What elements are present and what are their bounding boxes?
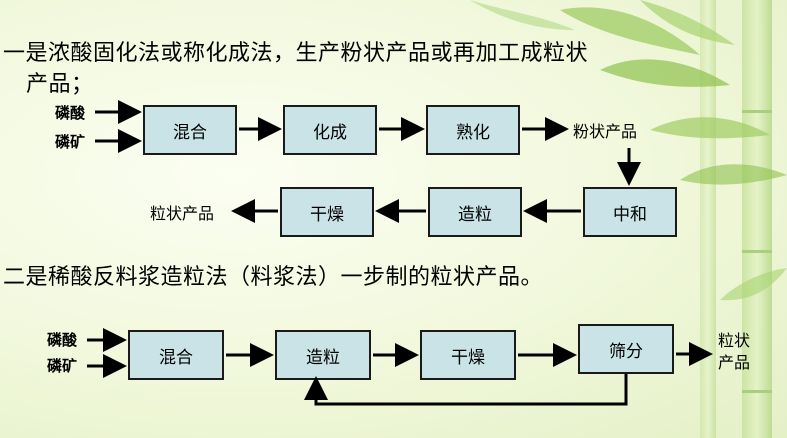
intermediate-powder-product: 粉状产品	[573, 122, 638, 141]
output-granular-product: 粒状产品	[150, 204, 215, 223]
process-box-mixing: 混合	[143, 105, 237, 155]
process-box-curing: 熟化	[426, 105, 520, 155]
input-label-phosphoric-acid: 磷酸	[55, 104, 86, 122]
process2-box-mixing: 混合	[128, 330, 224, 380]
arrow2-recycle-loop	[304, 374, 628, 406]
input-label-phosphate-rock: 磷矿	[55, 133, 86, 151]
section1-title-line2: 产品；	[26, 72, 94, 97]
input2-label-phosphoric-acid: 磷酸	[47, 331, 78, 349]
process-box-granulation: 造粒	[428, 187, 522, 237]
process2-box-drying: 干燥	[420, 330, 516, 380]
output2-line2: 产品	[718, 353, 751, 372]
process2-box-screening: 筛分	[578, 324, 674, 374]
input2-label-phosphate-rock: 磷矿	[47, 357, 78, 375]
output2-granular-product: 粒状 产品	[718, 330, 750, 374]
output2-line1: 粒状	[718, 331, 751, 350]
section2-title: 二是稀酸反料浆造粒法（料浆法）一步制的粒状产品。	[3, 265, 544, 290]
section1-title-line1: 一是浓酸固化法或称化成法，生产粉状产品或再加工成粒状	[3, 41, 589, 66]
process-box-drying: 干燥	[280, 187, 374, 237]
process-box-conversion: 化成	[283, 105, 377, 155]
process-box-neutralization: 中和	[583, 187, 677, 237]
